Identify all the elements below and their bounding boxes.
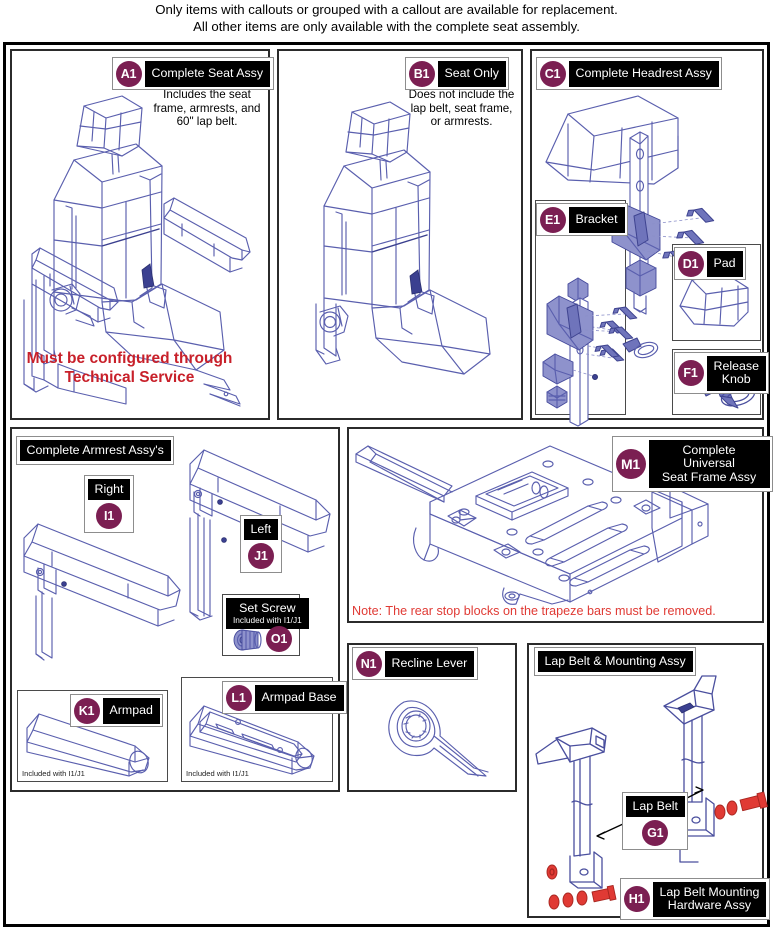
panel-l1-corner-note: Included with I1/J1: [186, 769, 249, 778]
art-headrest-pad: [676, 272, 758, 338]
label-k1: Armpad: [102, 697, 160, 724]
label-i1: Right: [87, 478, 131, 500]
label-armrest-title: Complete Armrest Assy's: [19, 439, 171, 461]
label-d1: Pad: [706, 250, 743, 277]
panel-a1-description: Includes the seat frame, armrests, and 6…: [153, 88, 261, 129]
art-lap-belt-right: [654, 672, 768, 872]
callout-e1[interactable]: E1 Bracket: [536, 203, 629, 236]
panel-m1-note: Note: The rear stop blocks on the trapez…: [352, 604, 716, 618]
art-armrest-left: [160, 440, 340, 625]
art-lap-belt-left: [534, 706, 644, 910]
callout-o1-label[interactable]: Set Screw Included with I1/J1: [226, 598, 309, 629]
callout-l1[interactable]: L1 Armpad Base: [222, 681, 348, 714]
callout-j1-left-armrest[interactable]: J1 Left: [240, 515, 282, 573]
callout-c1[interactable]: C1 Complete Headrest Assy: [536, 57, 723, 90]
label-lap-belt-title: Lap Belt & Mounting Assy: [537, 650, 693, 672]
label-f1: Release Knob: [706, 355, 766, 391]
badge-o1: O1: [266, 626, 292, 652]
callout-d1[interactable]: D1 Pad: [674, 247, 747, 280]
label-o1: Set Screw Included with I1/J1: [226, 598, 309, 629]
art-complete-seat-assembly: [14, 88, 266, 418]
badge-h1: H1: [623, 886, 650, 912]
header-note-line1: Only items with callouts or grouped with…: [155, 2, 618, 17]
badge-c1: C1: [539, 60, 566, 87]
callout-g1-lap-belt[interactable]: G1 Lap Belt: [622, 792, 689, 850]
badge-e1: E1: [539, 206, 566, 233]
label-h1: Lap Belt Mounting Hardware Assy: [652, 881, 767, 917]
art-set-screw: [232, 628, 264, 652]
label-a1: Complete Seat Assy: [144, 60, 271, 87]
label-o1-main: Set Screw: [239, 601, 296, 615]
header-notes: Only items with callouts or grouped with…: [0, 0, 773, 35]
callout-n1[interactable]: N1 Recline Lever: [352, 647, 478, 680]
badge-n1: N1: [355, 650, 382, 677]
badge-l1: L1: [225, 684, 252, 711]
art-armpad-base: [186, 692, 330, 778]
callout-m1[interactable]: M1 Complete Universal Seat Frame Assy: [612, 436, 773, 492]
art-headrest-bracket-lower: [537, 295, 667, 418]
header-note-line2: All other items are only available with …: [193, 19, 580, 34]
art-seat-only: [290, 96, 515, 418]
callout-i1-right-armrest[interactable]: I1 Right: [84, 475, 134, 533]
badge-g1: G1: [642, 820, 669, 846]
badge-k1: K1: [73, 697, 100, 724]
badge-f1: F1: [677, 360, 704, 386]
label-g1: Lap Belt: [625, 795, 685, 817]
panel-a1-warning: Must be configured through Technical Ser…: [26, 350, 233, 386]
callout-k1[interactable]: K1 Armpad: [70, 694, 164, 727]
badge-m1: M1: [615, 448, 646, 479]
label-b1: Seat Only: [437, 60, 506, 87]
label-m1: Complete Universal Seat Frame Assy: [648, 439, 770, 488]
label-l1: Armpad Base: [254, 684, 344, 711]
art-armpad: [23, 700, 163, 777]
badge-d1: D1: [677, 250, 704, 277]
label-o1-sub: Included with I1/J1: [233, 614, 302, 625]
panel-lap-belt-mounting-assy: [527, 643, 764, 918]
badge-i1: I1: [95, 503, 122, 529]
callout-a1[interactable]: A1 Complete Seat Assy: [112, 57, 274, 90]
label-j1: Left: [243, 518, 279, 540]
panel-b1-description: Does not include the lap belt, seat fram…: [408, 88, 515, 129]
panel-b1-seat-only: [277, 49, 523, 420]
callout-f1[interactable]: F1 Release Knob: [674, 352, 770, 394]
callout-lap-belt-title[interactable]: Lap Belt & Mounting Assy: [534, 647, 697, 676]
badge-b1: B1: [408, 60, 435, 87]
callout-b1[interactable]: B1 Seat Only: [405, 57, 510, 90]
callout-armrest-title[interactable]: Complete Armrest Assy's: [16, 436, 175, 465]
label-e1: Bracket: [568, 206, 625, 233]
label-c1: Complete Headrest Assy: [568, 60, 719, 87]
panel-k1-corner-note: Included with I1/J1: [22, 769, 85, 778]
art-recline-lever: [382, 690, 500, 782]
badge-j1: J1: [247, 543, 274, 569]
callout-h1-lap-belt-hardware[interactable]: H1 Lap Belt Mounting Hardware Assy: [620, 878, 770, 920]
art-armrest-right: [18, 510, 208, 661]
label-n1: Recline Lever: [384, 650, 475, 677]
badge-a1: A1: [115, 60, 142, 87]
